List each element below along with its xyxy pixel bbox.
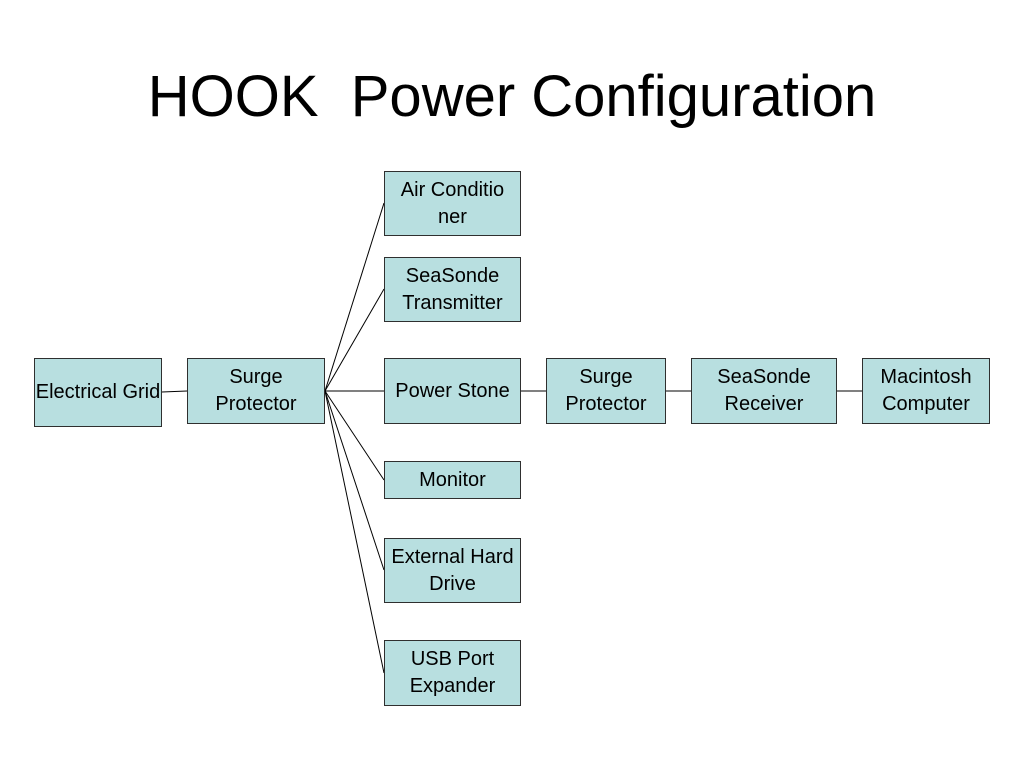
node-label: SeaSonde Receiver [717,366,811,415]
node-label: Power Stone [395,379,510,402]
connector-surge-to-transmitter [324,288,385,392]
slide-title: HOOK Power Configuration [147,64,877,129]
node-label: USB Port Expander [409,648,496,697]
node-seasonde-receiver: SeaSonde Receiver [691,358,837,424]
node-surge-protector-1: Surge Protector [187,358,325,424]
node-surge-protector-2: Surge Protector [546,358,666,424]
connector-surge-to-air-conditioner [324,202,385,392]
node-label: External Hard Drive [391,545,514,595]
connector-grid-to-surge [161,390,188,393]
node-monitor: Monitor [384,461,521,499]
node-macintosh-computer: Macintosh Computer [862,358,990,424]
connector-surge-to-monitor [324,390,385,481]
node-label: Monitor [419,468,486,491]
connector-surge-to-usb-expander [324,390,385,674]
node-label: Surge Protector [215,366,297,415]
node-usb-port-expander: USB Port Expander [384,640,521,706]
node-external-hard-drive: External Hard Drive [384,538,521,603]
node-label: Macintosh Computer [880,366,972,415]
node-label: Electrical Grid [35,381,161,403]
connector-surge-to-hard-drive [324,390,385,571]
node-electrical-grid: Electrical Grid [34,358,162,427]
node-air-conditioner: Air Conditioner [384,171,521,236]
node-label: Surge Protector [565,366,647,415]
node-label: Air Conditioner [400,178,505,228]
node-seasonde-transmitter: SeaSonde Transmitter [384,257,521,322]
node-power-stone: Power Stone [384,358,521,424]
node-label: SeaSonde Transmitter [402,264,503,314]
